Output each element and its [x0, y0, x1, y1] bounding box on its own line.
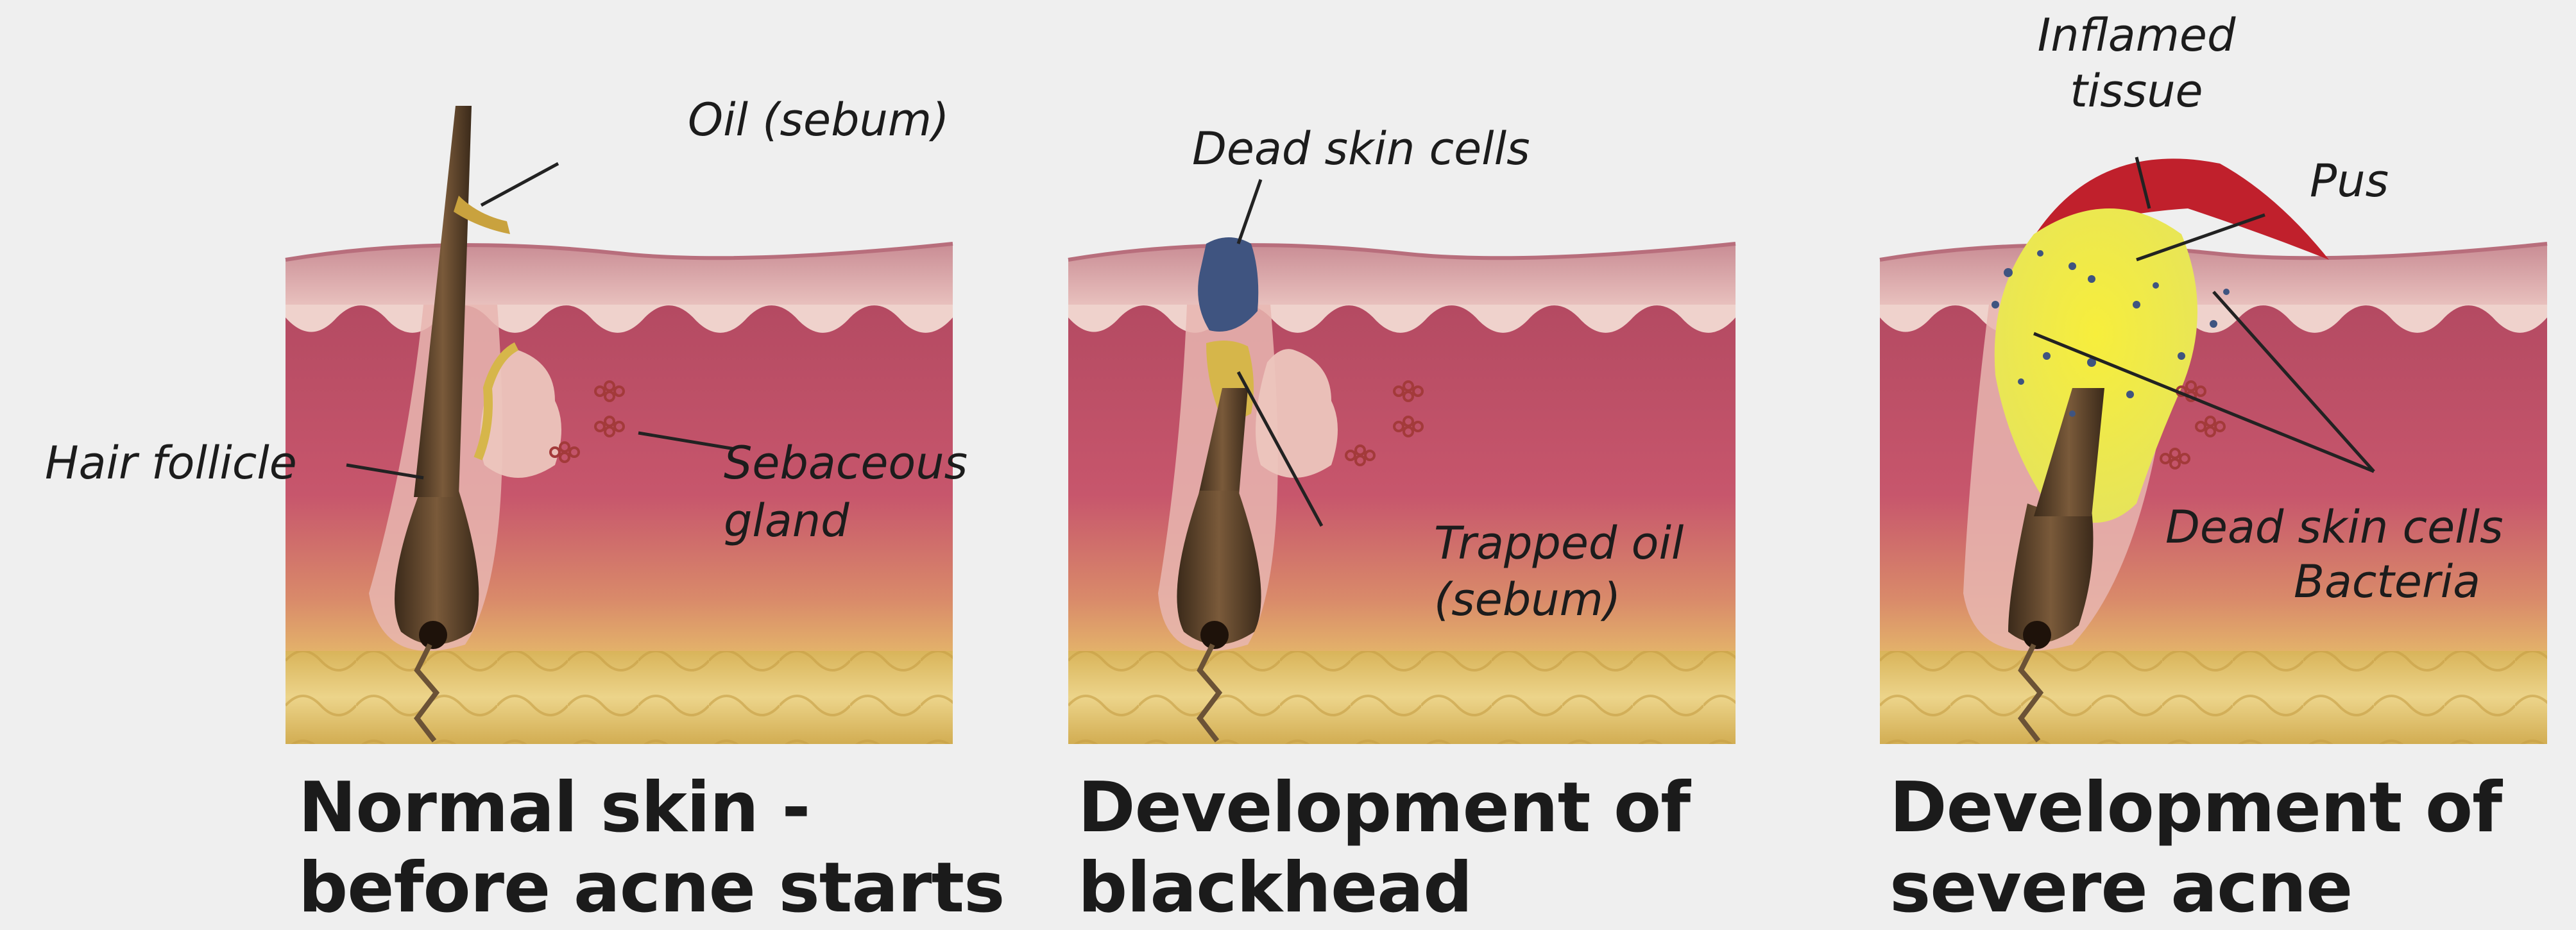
caption-panel-2-line1: Development of — [1078, 766, 1690, 850]
panel-severe-acne — [1880, 157, 2547, 744]
panel-normal-skin — [286, 106, 953, 744]
label-pus: Pus — [2310, 157, 2389, 206]
blackhead-plug — [1198, 237, 1258, 332]
skin-cross-section — [1068, 180, 1736, 744]
label-inflamed-line2: tissue — [2021, 67, 2252, 116]
label-sebaceous-gland-line1: Sebaceous — [724, 439, 968, 488]
caption-panel-1-line1: Normal skin - — [298, 766, 810, 850]
caption-panel-1-line2: before acne starts — [298, 847, 1004, 930]
caption-panel-3-line1: Development of — [1889, 766, 2502, 850]
label-inflamed-line1: Inflamed — [2021, 12, 2252, 60]
label-trapped-oil-line1: Trapped oil — [1434, 520, 1684, 568]
panel-blackhead — [1068, 180, 1736, 744]
label-hair-follicle: Hair follicle — [45, 439, 297, 488]
label-sebaceous-gland-line2: gland — [724, 497, 849, 546]
label-dead-skin-cells: Dead skin cells — [1192, 125, 1530, 174]
skin-cross-section — [1880, 157, 2547, 744]
caption-panel-3-line2: severe acne — [1889, 847, 2352, 930]
caption-panel-2-line2: blackhead — [1078, 847, 1472, 930]
label-oil-sebum: Oil (sebum) — [688, 96, 949, 145]
label-dead-skin-cells: Dead skin cells — [2165, 503, 2503, 552]
label-bacteria: Bacteria — [2294, 558, 2480, 607]
label-trapped-oil-line2: (sebum) — [1434, 576, 1621, 625]
skin-cross-section — [286, 106, 953, 744]
